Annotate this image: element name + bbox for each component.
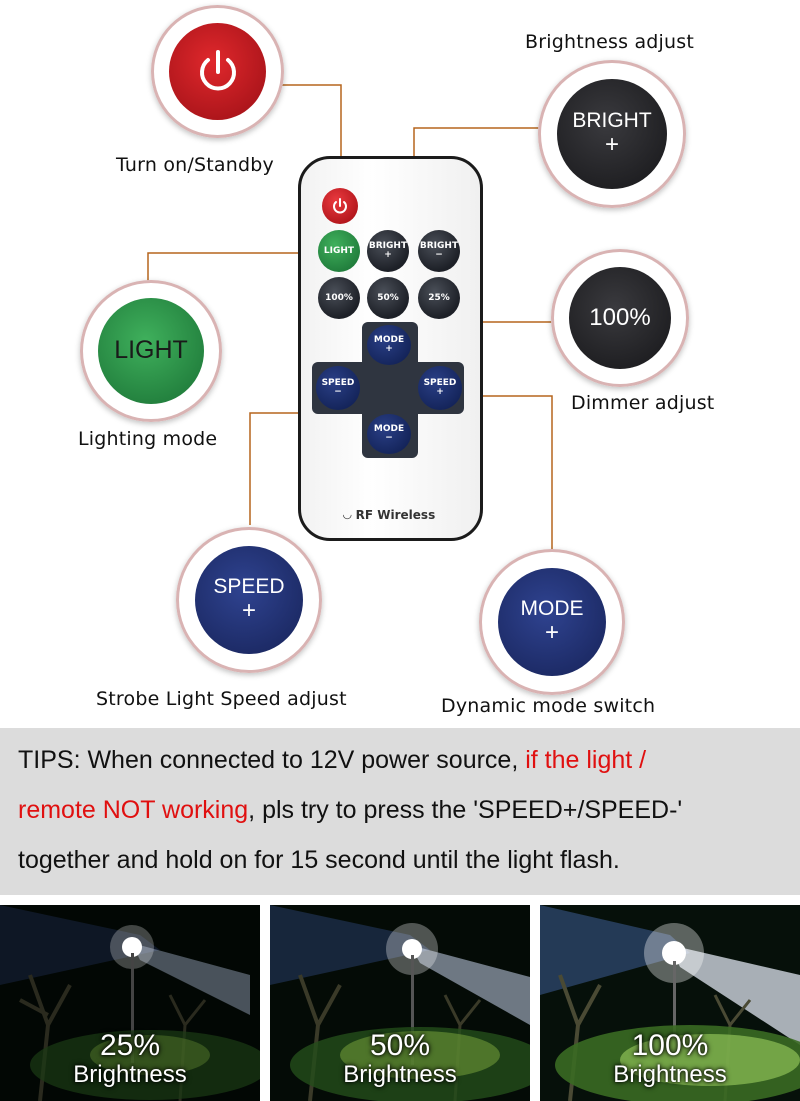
tips-line-1: TIPS: When connected to 12V power source… [18,746,647,774]
remote-mode-down-button[interactable]: MODE− [367,414,411,454]
remote-mode-up-button[interactable]: MODE+ [367,325,411,365]
photo-100-percent: 100% [631,1029,709,1062]
rf-wireless-label: ◠ RF Wireless [343,508,436,522]
bright-badge-sign: + [604,131,619,159]
label-lighting-mode: Lighting mode [78,428,218,450]
label-brightness-adjust: Brightness adjust [525,31,695,53]
photo-25-label: Brightness [73,1061,187,1088]
photo-25-brightness: 25% Brightness [0,905,260,1101]
photo-100-brightness: 100% Brightness [540,905,800,1101]
wireless-icon: ◠ [343,509,352,522]
night-scene-25 [0,905,260,1101]
photo-100-label: Brightness [613,1061,727,1088]
tips-line-3: together and hold on for 15 second until… [18,846,620,874]
remote-50-button[interactable]: 50% [367,277,409,319]
dimmer-badge-label: 100% [589,303,651,331]
label-turn-on-standby: Turn on/Standby [116,154,274,176]
remote-100-button[interactable]: 100% [318,277,360,319]
speed-badge-label: SPEED [213,575,285,599]
tips-line-2: remote NOT working, pls try to press the… [18,796,683,824]
bright-badge-label: BRIGHT [572,109,652,133]
leader-mode-switch [470,395,553,560]
remote-bright-down-button[interactable]: BRIGHT− [418,230,460,272]
tips-panel: TIPS: When connected to 12V power source… [0,728,800,895]
label-dimmer-adjust: Dimmer adjust [571,392,715,414]
remote-speed-left-button[interactable]: SPEED− [316,366,360,410]
remote-bright-up-button[interactable]: BRIGHT+ [367,230,409,272]
photo-50-percent: 50% [369,1029,431,1062]
bright-badge: BRIGHT + [538,60,686,208]
remote-power-icon [333,198,347,214]
mode-badge-sign: + [544,619,559,647]
label-strobe-speed-adjust: Strobe Light Speed adjust [96,688,347,710]
label-dynamic-mode-switch: Dynamic mode switch [441,695,656,717]
night-scene-100 [540,905,800,1101]
dimmer-badge: 100% [551,249,689,387]
power-badge [151,5,284,138]
night-scene-50 [270,905,530,1101]
remote-25-button[interactable]: 25% [418,277,460,319]
leader-light [147,252,335,290]
speed-badge: SPEED + [176,527,322,673]
speed-badge-sign: + [241,597,256,625]
remote-speed-right-button[interactable]: SPEED+ [418,366,462,410]
mode-badge: MODE + [479,549,625,695]
light-badge-label: LIGHT [114,336,188,365]
photo-25-percent: 25% [99,1029,161,1062]
light-badge: LIGHT [80,280,222,422]
photo-50-label: Brightness [343,1061,457,1088]
remote-light-button[interactable]: LIGHT [318,230,360,272]
power-icon [199,49,236,90]
photo-50-brightness: 50% Brightness [270,905,530,1101]
remote-power-button[interactable] [322,188,358,224]
mode-badge-label: MODE [520,597,584,621]
